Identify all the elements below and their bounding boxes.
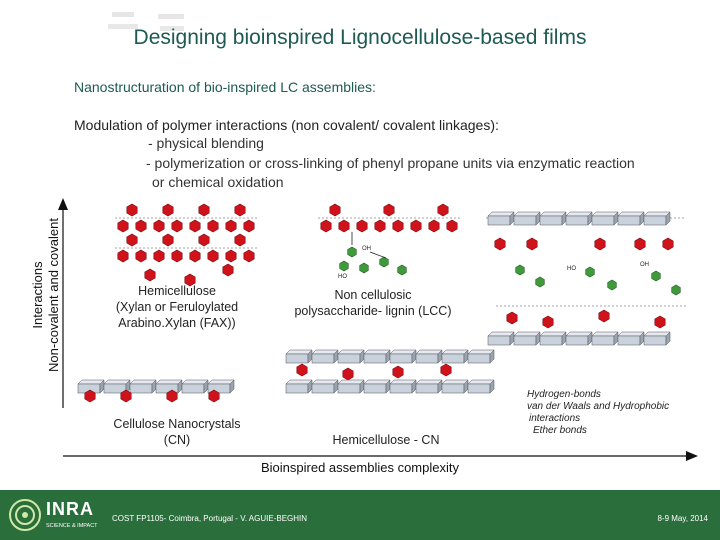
x-axis-label: Bioinspired assemblies complexity [261,460,459,475]
footer-citation: COST FP1105- Coimbra, Portugal - V. AGUI… [112,514,308,523]
svg-text:OH: OH [362,246,371,252]
inra-logo: INRA SCIENCE & IMPACT [8,496,98,534]
modulation-heading: Modulation of polymer interactions (non … [74,117,499,133]
label-lcc: Non cellulosic polysaccharide- lignin (L… [294,288,452,318]
complex-assembly: HO OH [486,211,686,346]
bond-types-note: Hydrogen-bonds van der Waals and Hydroph… [527,389,670,436]
footer-bar: INRA SCIENCE & IMPACT COST FP1105- Coimb… [0,490,720,540]
label-hemicellulose-cn: Hemicellulose - CN [332,433,440,447]
y-axis-label: Interactions Non-covalent and covalent [30,195,62,395]
cellulose-nanocrystals [77,379,235,403]
y-axis-label-line2: Non-covalent and covalent [46,218,61,372]
x-axis-arrow [686,451,698,461]
bullet-chemical-oxidation: or chemical oxidation [152,174,284,190]
inra-logo-text: INRA [46,499,94,519]
inra-logo-icon [9,499,41,531]
footer-date: 8-9 May, 2014 [657,514,708,523]
decorative-header-bars [108,12,188,46]
svg-text:OH: OH [640,262,649,268]
inra-logo-tagline: SCIENCE & IMPACT [46,523,98,529]
section-subtitle: Nanostructuration of bio-inspired LC ass… [74,79,376,95]
label-hemicellulose: Hemicellulose (Xylan or Feruloylated Ara… [115,284,239,330]
hemicellulose-chains [115,203,258,287]
svg-text:HO: HO [567,266,576,272]
label-cellulose-nanocrystals: Cellulose Nanocrystals (CN) [113,417,241,447]
bullet-polymerization: - polymerization or cross-linking of phe… [146,155,635,171]
hemicellulose-cn [285,349,495,394]
svg-text:HO: HO [338,274,347,280]
page-title: Designing bioinspired Lignocellulose-bas… [133,26,587,49]
y-axis-label-line1: Interactions [30,261,45,329]
y-axis-arrow [58,198,68,210]
lcc-structure: OH HO [318,203,460,280]
bullet-physical-blending: - physical blending [148,135,264,151]
